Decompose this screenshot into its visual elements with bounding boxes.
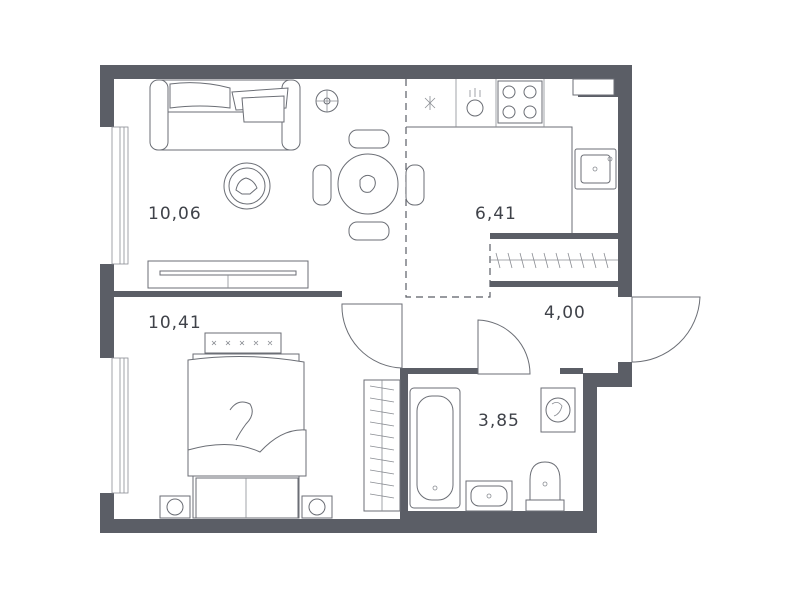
- floor-lamp: [315, 89, 339, 113]
- nightstand-left: [159, 495, 191, 519]
- nightstand-right: [301, 495, 333, 519]
- dining-table: [312, 129, 425, 241]
- tv-stand: [147, 260, 309, 289]
- washbasin: [465, 480, 513, 512]
- oven-icon: [466, 88, 484, 117]
- cooktop-icon: [497, 80, 543, 124]
- wardrobe-bedroom: [363, 379, 401, 512]
- area-label-kitchen: 6,41: [475, 204, 517, 224]
- window-living: [111, 126, 129, 265]
- area-label-hallway: 4,00: [544, 303, 586, 323]
- sink-icon: [574, 148, 617, 190]
- wardrobe-hall: [490, 252, 618, 269]
- door-entrance[interactable]: [631, 296, 701, 363]
- window-bedroom: [111, 357, 129, 494]
- bathtub: [409, 387, 461, 509]
- fridge-icon: [424, 96, 436, 110]
- area-label-living-room: 10,06: [148, 204, 202, 224]
- area-label-bathroom: 3,85: [478, 411, 520, 431]
- coffee-table: [223, 162, 271, 210]
- kitchen-counter: [406, 79, 573, 233]
- sofa: [149, 79, 301, 151]
- bed: [187, 332, 307, 519]
- area-label-bedroom: 10,41: [148, 313, 202, 333]
- door-bathroom[interactable]: [477, 319, 531, 375]
- interior-walls: [114, 233, 618, 519]
- door-bedroom[interactable]: [341, 303, 403, 369]
- washing-machine: [540, 387, 576, 433]
- outer-walls: [100, 65, 632, 533]
- toilet: [525, 461, 565, 512]
